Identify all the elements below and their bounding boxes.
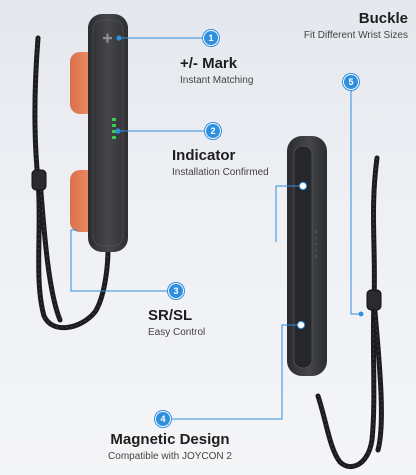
callout-title-2: Indicator (172, 147, 236, 164)
callout-marker-2: 2 (205, 123, 221, 139)
callout-label-1: +/- Mark Instant Matching (180, 55, 254, 86)
callout-line-3 (70, 229, 170, 292)
callout-title-1: +/- Mark (180, 55, 238, 72)
callout-line-5 (275, 185, 303, 242)
callout-marker-3: 3 (168, 283, 184, 299)
indicator-leds (112, 118, 116, 139)
callout-subtitle-5: Fit Different Wrist Sizes (303, 29, 408, 41)
callout-marker-5: 5 (343, 74, 359, 90)
callout-title-3: SR/SL (148, 307, 193, 324)
right-grip (287, 136, 327, 376)
callout-title-4: Magnetic Design (110, 431, 230, 448)
callout-title-5: Buckle (358, 10, 408, 27)
callout-subtitle-3: Easy Control (148, 326, 206, 338)
callout-subtitle-2: Installation Confirmed (172, 166, 269, 178)
callout-label-4: Magnetic Design Compatible with JOYCON 2 (100, 431, 240, 462)
right-wrist-strap (315, 155, 384, 469)
callout-label-3: SR/SL Easy Control (148, 307, 206, 338)
right-buckle (366, 289, 382, 311)
callout-marker-1: 1 (203, 30, 219, 46)
callout-marker-4: 4 (155, 411, 171, 427)
callout-line-4 (165, 324, 301, 420)
callout-subtitle-4: Compatible with JOYCON 2 (108, 450, 232, 462)
left-wrist-strap (31, 35, 111, 331)
left-grip (70, 14, 128, 252)
callout-label-2: Indicator Installation Confirmed (172, 147, 269, 178)
left-buckle (31, 169, 47, 191)
callout-line-5b (350, 88, 361, 315)
callout-lines (70, 37, 361, 420)
callout-subtitle-1: Instant Matching (180, 74, 254, 86)
plus-mark-icon (103, 33, 112, 43)
callout-label-5: Buckle Fit Different Wrist Sizes (303, 10, 408, 41)
